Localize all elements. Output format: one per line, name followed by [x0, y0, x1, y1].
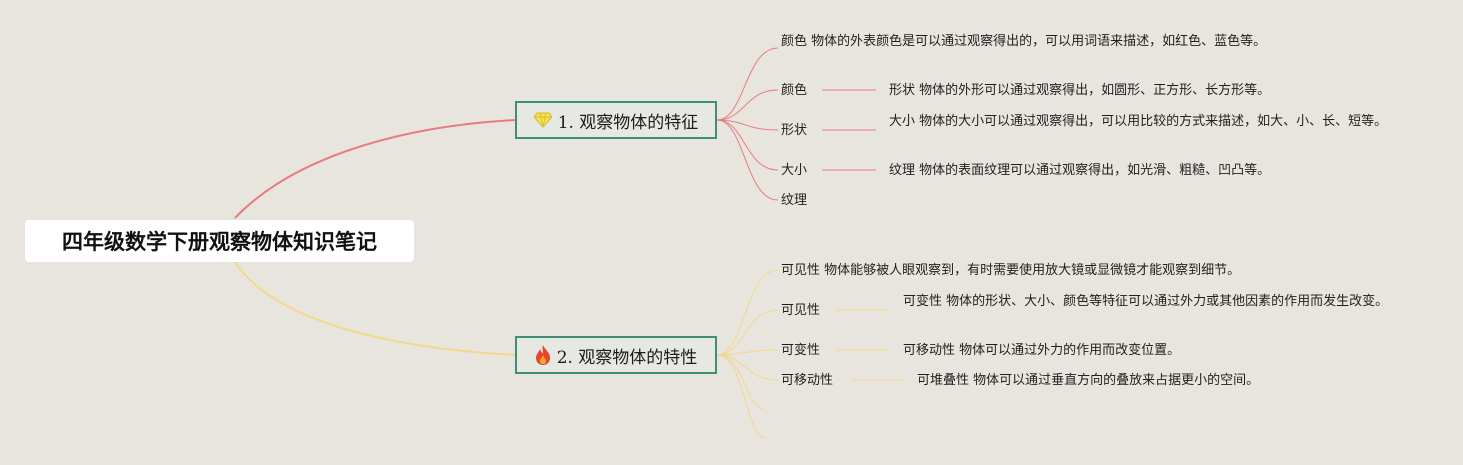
leaf-texture-description[interactable]: 纹理 物体的表面纹理可以通过观察得出，如光滑、粗糙、凹凸等。: [889, 163, 1271, 178]
topic-observe-features[interactable]: 1. 观察物体的特征: [515, 101, 717, 139]
fire-icon: [535, 345, 551, 365]
topic-label: 2. 观察物体的特性: [556, 347, 698, 368]
leaf-texture[interactable]: 纹理: [781, 193, 808, 208]
root-to-branch-2-line: [234, 261, 516, 356]
leaf-color-description[interactable]: 颜色 物体的外表颜色是可以通过观察得出的，可以用词语来描述，如红色、蓝色等。: [781, 34, 1267, 49]
leaf-size[interactable]: 大小: [781, 163, 808, 178]
leaf-color[interactable]: 颜色: [781, 83, 808, 98]
leaf-variability[interactable]: 可变性: [781, 343, 821, 358]
leaf-shape[interactable]: 形状: [781, 123, 808, 138]
leaf-stackability-description[interactable]: 可堆叠性 物体可以通过垂直方向的叠放来占据更小的空间。: [917, 373, 1260, 388]
leaf-shape-description[interactable]: 形状 物体的外形可以通过观察得出，如圆形、正方形、长方形等。: [889, 83, 1271, 98]
branch-1-fan: [716, 47, 876, 201]
branch-2-fan: [716, 269, 905, 439]
gem-icon: [533, 112, 552, 128]
topic-label: 1. 观察物体的特征: [557, 112, 699, 133]
leaf-visibility[interactable]: 可见性: [781, 303, 821, 318]
topic-observe-properties[interactable]: 2. 观察物体的特性: [515, 336, 717, 374]
leaf-mobility-description[interactable]: 可移动性 物体可以通过外力的作用而改变位置。: [903, 343, 1181, 358]
leaf-mobility[interactable]: 可移动性: [781, 373, 834, 388]
leaf-visibility-description[interactable]: 可见性 物体能够被人眼观察到，有时需要使用放大镜或显微镜才能观察到细节。: [781, 263, 1241, 278]
root-title: 四年级数学下册观察物体知识笔记: [62, 230, 377, 254]
leaf-size-description[interactable]: 大小 物体的大小可以通过观察得出，可以用比较的方式来描述，如大、小、长、短等。: [889, 114, 1388, 129]
root-to-branch-1-line: [234, 119, 516, 219]
root-node[interactable]: 四年级数学下册观察物体知识笔记: [25, 220, 414, 262]
leaf-variability-description[interactable]: 可变性 物体的形状、大小、颜色等特征可以通过外力或其他因素的作用而发生改变。: [903, 294, 1389, 309]
